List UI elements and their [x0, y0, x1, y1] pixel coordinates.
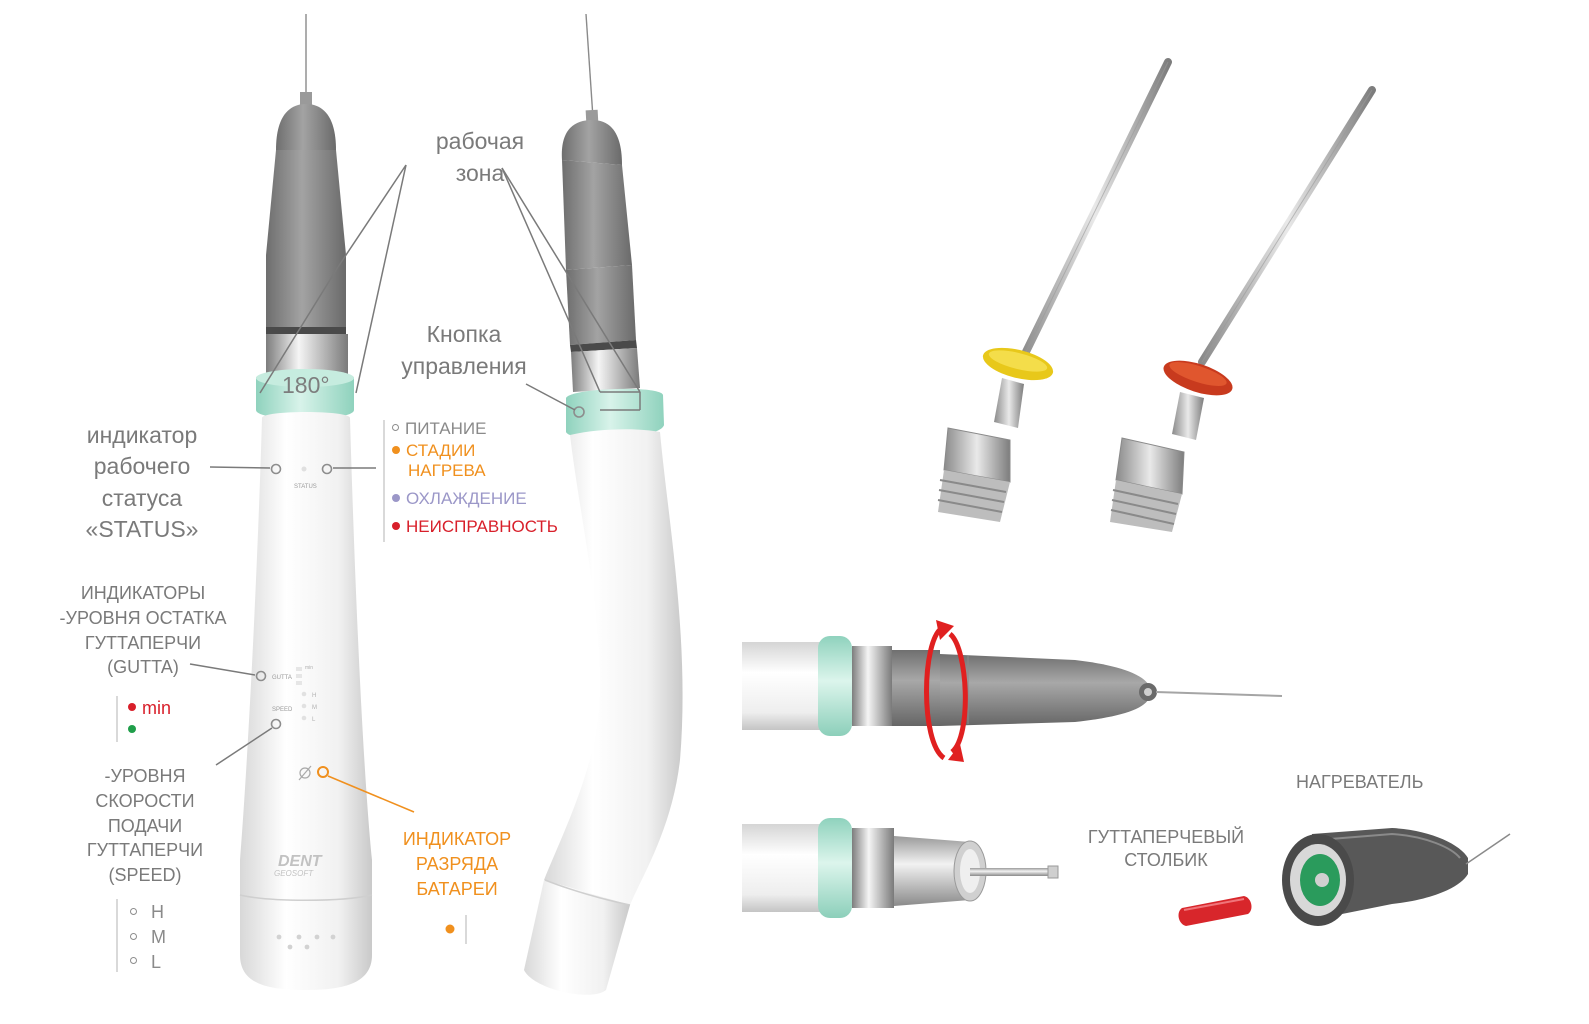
battery-indicator-line-1: ИНДИКАТОР [402, 829, 512, 849]
speed-indicators-label: -УРОВНЯ СКОРОСТИ ПОДАЧИ ГУТТАПЕРЧИ (SPEE… [60, 764, 230, 888]
speed-legend-m: M [130, 925, 166, 950]
battery-leader-line [327, 775, 415, 813]
brand-logo-dent: DENT [278, 853, 323, 870]
rotation-angle-label: 180° [282, 372, 330, 398]
gutta-indicators-line-1: ИНДИКАТОРЫ [80, 583, 206, 603]
speed-indicators-line-3: ПОДАЧИ [107, 815, 183, 836]
status-legend: ПИТАНИЕ СТАДИИ НАГРЕВА ОХЛАЖДЕНИЕ НЕИСПР… [392, 419, 558, 537]
legend-heating-marker [392, 445, 400, 454]
control-button-label: Кнопка управления [388, 321, 540, 380]
gutta-legend-full-marker [128, 725, 136, 734]
battery-legend-dot [445, 924, 455, 934]
gutta-legend: min [128, 698, 171, 741]
work-zone-line-2: зона [455, 160, 505, 187]
gutta-legend-min: min [128, 698, 171, 719]
speed-legend-m-marker [130, 932, 137, 940]
speed-legend-l-marker [130, 957, 137, 965]
gutta-stick-line-1: ГУТТАПЕРЧЕВЫЙ [1087, 827, 1245, 847]
needle-yellow [937, 58, 1172, 522]
legend-fault-label: НЕИСПРАВНОСТЬ [406, 517, 558, 537]
device-status-mark: STATUS [294, 484, 317, 490]
device-min-mark: min [305, 665, 313, 671]
speed-legend-m-label: M [151, 926, 166, 947]
device-speed-m: M [312, 705, 317, 711]
legend-power: ПИТАНИЕ [392, 419, 558, 439]
speed-legend-h: H [130, 900, 166, 925]
device-speed-h: H [312, 693, 316, 699]
legend-cooling: ОХЛАЖДЕНИЕ [392, 489, 558, 509]
control-button-line-2: управления [401, 353, 527, 380]
gutta-stick-label: ГУТТАПЕРЧЕВЫЙ СТОЛБИК [1076, 826, 1256, 873]
status-indicator-line-2: рабочего [93, 453, 191, 480]
device-speed-mark: SPEED [272, 707, 293, 713]
status-indicator-line-3: статуса [101, 484, 183, 511]
legend-power-label: ПИТАНИЕ [405, 419, 487, 438]
needle-red [1110, 86, 1376, 532]
speed-legend-h-marker [130, 907, 137, 915]
status-indicator-line-4: «STATUS» [85, 515, 199, 542]
heater-part [1282, 828, 1511, 926]
gutta-indicators-line-3: ГУТТАПЕРЧИ [84, 632, 202, 653]
legend-heating: СТАДИИ [392, 441, 558, 461]
battery-indicator-label: ИНДИКАТОР РАЗРЯДА БАТАРЕИ [382, 827, 532, 901]
speed-indicators-line-1: -УРОВНЯ [104, 766, 186, 786]
status-indicator-line-1: индикатор [86, 422, 198, 448]
speed-legend-l: L [130, 950, 166, 975]
speed-legend-h-label: H [151, 902, 164, 922]
speed-indicators-line-5: (SPEED) [108, 865, 182, 886]
battery-indicator-line-3: БАТАРЕИ [416, 878, 498, 899]
handpiece-straight [239, 14, 373, 990]
closeup-heater-removed [742, 818, 1059, 918]
closeup-rotation [742, 620, 1283, 762]
gutta-indicators-line-2: -УРОВНЯ ОСТАТКА [59, 607, 227, 628]
speed-legend: H M L [130, 900, 166, 974]
legend-fault-marker [392, 521, 400, 530]
gutta-legend-full [128, 720, 171, 741]
device-gutta-mark: GUTTA [272, 675, 292, 681]
control-button-line-1: Кнопка [426, 321, 502, 347]
device-speed-l: L [312, 717, 316, 723]
legend-cooling-label: ОХЛАЖДЕНИЕ [406, 489, 527, 509]
speed-indicators-line-2: СКОРОСТИ [95, 790, 195, 811]
legend-heating-line-2: НАГРЕВА [408, 461, 486, 481]
speed-indicators-line-4: ГУТТАПЕРЧИ [86, 840, 204, 861]
heater-label: НАГРЕВАТЕЛЬ [1296, 772, 1424, 792]
gutta-percha-stick [1178, 896, 1252, 926]
gutta-legend-min-label: min [142, 698, 172, 718]
speed-legend-l-label: L [151, 951, 162, 972]
leader-lines [116, 164, 641, 972]
legend-fault: НЕИСПРАВНОСТЬ [392, 517, 558, 537]
gutta-indicators-label: ИНДИКАТОРЫ -УРОВНЯ ОСТАТКА ГУТТАПЕРЧИ (G… [36, 581, 250, 680]
battery-indicator-line-2: РАЗРЯДА [415, 853, 499, 874]
status-indicator-label: индикатор рабочего статуса «STATUS» [62, 420, 222, 545]
handpiece-angled [524, 13, 683, 995]
gutta-legend-min-marker [128, 703, 136, 712]
gutta-indicators-line-4: (GUTTA) [107, 657, 179, 678]
gutta-stick-line-2: СТОЛБИК [1124, 850, 1208, 871]
brand-logo-geosoft: GEOSOFT [274, 869, 314, 878]
work-zone-line-1: рабочая [435, 128, 525, 154]
legend-power-marker [392, 424, 399, 432]
work-zone-label: рабочая зона [410, 128, 550, 187]
legend-heating-label: СТАДИИ [406, 441, 476, 461]
legend-cooling-marker [392, 493, 400, 502]
